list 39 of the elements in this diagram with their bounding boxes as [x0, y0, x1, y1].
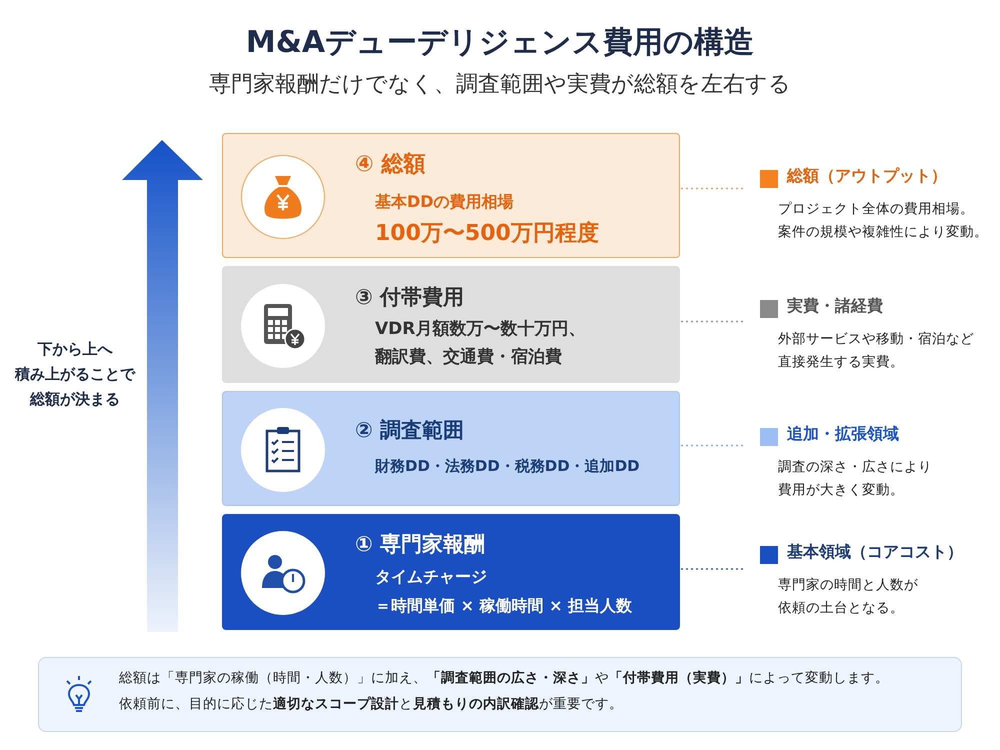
- note-text: 依頼前に、目的に応じた適切なスコープ設計と見積もりの内訳確認が重要です。: [119, 696, 623, 713]
- layer-box: [222, 266, 680, 383]
- description-text: 依頼の土台となる。: [778, 600, 904, 617]
- note-text: 総額は「専門家の稼働（時間・人数）」に加え、「調査範囲の広さ・深さ」や「付帯費用（実費）」によって変動します。: [119, 670, 889, 687]
- body-text: タイムチャージ: [375, 567, 487, 587]
- dotted-connector: [681, 320, 744, 322]
- description-text: 直接発生する実費。: [778, 354, 904, 371]
- body-text: 翻訳費、交通費・宿泊費: [375, 347, 562, 368]
- description-text: 案件の規模や複雑性により変動。: [778, 224, 988, 241]
- price-range-text: 100万〜500万円程度: [375, 220, 599, 248]
- layer-box: [222, 514, 680, 630]
- heading: ① 専門家報酬: [355, 531, 486, 558]
- subtitle: 専門家報酬だけでなく、調査範囲や実費が総額を左右する: [208, 71, 792, 98]
- dotted-connector: [681, 444, 744, 446]
- dotted-connector: [681, 188, 744, 190]
- layer-box: [222, 133, 680, 258]
- description-text: 調査の深さ・広さにより: [778, 459, 932, 476]
- title: M&Aデューデリジェンス費用の構造: [244, 24, 756, 62]
- heading: ④ 総額: [355, 151, 426, 178]
- note-box: [38, 657, 962, 732]
- description-text: 外部サービスや移動・宿泊など: [778, 331, 974, 348]
- heading: 総額（アウトプット）: [787, 166, 947, 186]
- heading: 追加・拡張領域: [787, 424, 899, 444]
- body-text: VDR月額数万〜数十万円、: [375, 319, 586, 340]
- description-text: 費用が大きく変動。: [778, 482, 904, 499]
- heading: 実費・諸経費: [787, 296, 883, 316]
- heading: 基本領域（コアコスト）: [787, 542, 963, 562]
- description-text: プロジェクト全体の費用相場。: [778, 201, 974, 218]
- note-text: 下から上へ: [36, 340, 114, 359]
- heading: ② 調査範囲: [355, 417, 464, 444]
- layer-box: [222, 391, 680, 506]
- body-text: 基本DDの費用相場: [375, 192, 514, 212]
- formula-text: ＝時間単価 × 稼働時間 × 担当人数: [375, 596, 632, 616]
- note-text: 総額が決まる: [28, 390, 121, 409]
- body-text: 財務DD・法務DD・税務DD・追加DD: [375, 457, 640, 476]
- description-text: 専門家の時間と人数が: [778, 577, 918, 594]
- heading: ③ 付帯費用: [355, 284, 464, 310]
- dotted-connector: [681, 568, 744, 570]
- note-text: 積み上がることで: [14, 365, 136, 384]
